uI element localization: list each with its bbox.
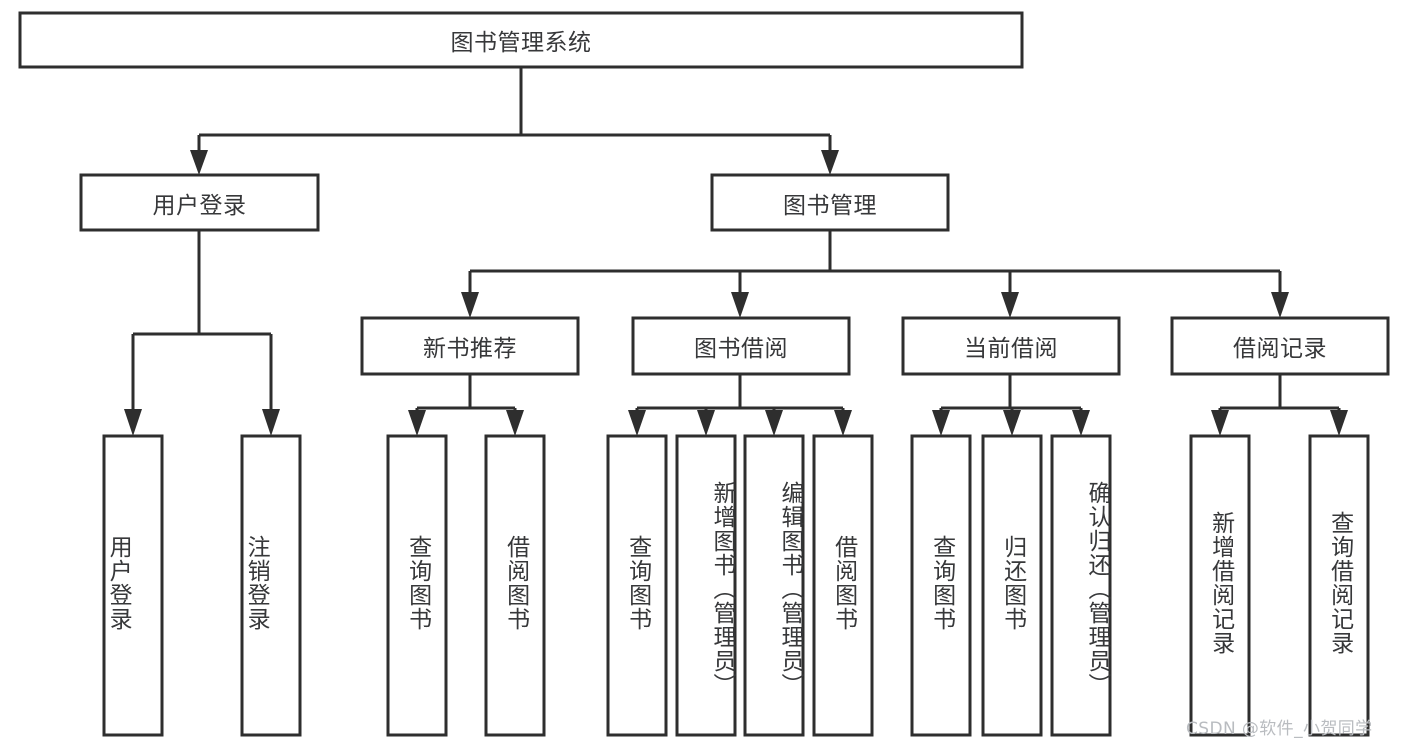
connector-new-book-recommend-to-leaves bbox=[408, 374, 524, 436]
arrow-head-leaf-query-book-3 bbox=[932, 410, 950, 436]
connector-borrow-record-to-leaves bbox=[1211, 374, 1348, 436]
connector-book-borrow-to-leaves bbox=[628, 374, 852, 436]
node-box-leaf-return-book[interactable] bbox=[981, 434, 1043, 737]
node-box-leaf-query-book-3[interactable] bbox=[910, 434, 972, 737]
arrow-head-user-login bbox=[190, 150, 208, 175]
node-box-book-borrow[interactable] bbox=[631, 316, 851, 376]
node-box-leaf-add-book[interactable] bbox=[675, 434, 737, 737]
connector-book-management-to-level2 bbox=[461, 230, 1289, 318]
arrow-head-leaf-borrow-book-1 bbox=[506, 410, 524, 436]
node-box-leaf-query-book-1[interactable] bbox=[386, 434, 448, 737]
arrow-head-leaf-edit-book bbox=[765, 410, 783, 436]
node-box-leaf-add-record[interactable] bbox=[1189, 434, 1251, 737]
node-box-leaf-confirm-return[interactable] bbox=[1050, 434, 1112, 737]
arrow-head-leaf-user-logout bbox=[262, 409, 280, 436]
node-box-leaf-query-book-2[interactable] bbox=[606, 434, 668, 737]
connector-current-borrow-to-leaves bbox=[932, 374, 1090, 436]
node-box-leaf-edit-book[interactable] bbox=[743, 434, 805, 737]
node-box-leaf-borrow-book-1[interactable] bbox=[484, 434, 546, 737]
arrow-head-current-borrow bbox=[1001, 292, 1019, 318]
node-box-borrow-record[interactable] bbox=[1170, 316, 1390, 376]
arrow-head-borrow-record bbox=[1271, 292, 1289, 318]
connector-user-login-to-leaves bbox=[124, 230, 280, 436]
node-box-root[interactable] bbox=[18, 11, 1024, 69]
arrow-head-leaf-query-record bbox=[1330, 410, 1348, 436]
node-box-current-borrow[interactable] bbox=[901, 316, 1121, 376]
arrow-head-leaf-add-record bbox=[1211, 410, 1229, 436]
node-box-leaf-user-login[interactable] bbox=[102, 434, 164, 737]
arrow-head-leaf-user-login bbox=[124, 409, 142, 436]
node-box-new-book-recommend[interactable] bbox=[360, 316, 580, 376]
arrow-head-book-management bbox=[821, 150, 839, 175]
arrow-head-leaf-borrow-book-2 bbox=[834, 410, 852, 436]
node-box-leaf-borrow-book-2[interactable] bbox=[812, 434, 874, 737]
arrow-head-leaf-query-book-1 bbox=[408, 410, 426, 436]
arrow-head-leaf-add-book bbox=[697, 410, 715, 436]
node-box-user-login[interactable] bbox=[79, 173, 320, 232]
node-box-book-management[interactable] bbox=[710, 173, 950, 232]
arrow-head-leaf-query-book-2 bbox=[628, 410, 646, 436]
arrow-head-new-book-recommend bbox=[461, 292, 479, 318]
connector-root-to-level1 bbox=[190, 67, 839, 175]
arrow-head-book-borrow bbox=[731, 292, 749, 318]
arrow-head-leaf-return-book bbox=[1003, 410, 1021, 436]
node-box-leaf-query-record[interactable] bbox=[1308, 434, 1370, 737]
arrow-head-leaf-confirm-return bbox=[1072, 410, 1090, 436]
node-box-leaf-user-logout[interactable] bbox=[240, 434, 302, 737]
